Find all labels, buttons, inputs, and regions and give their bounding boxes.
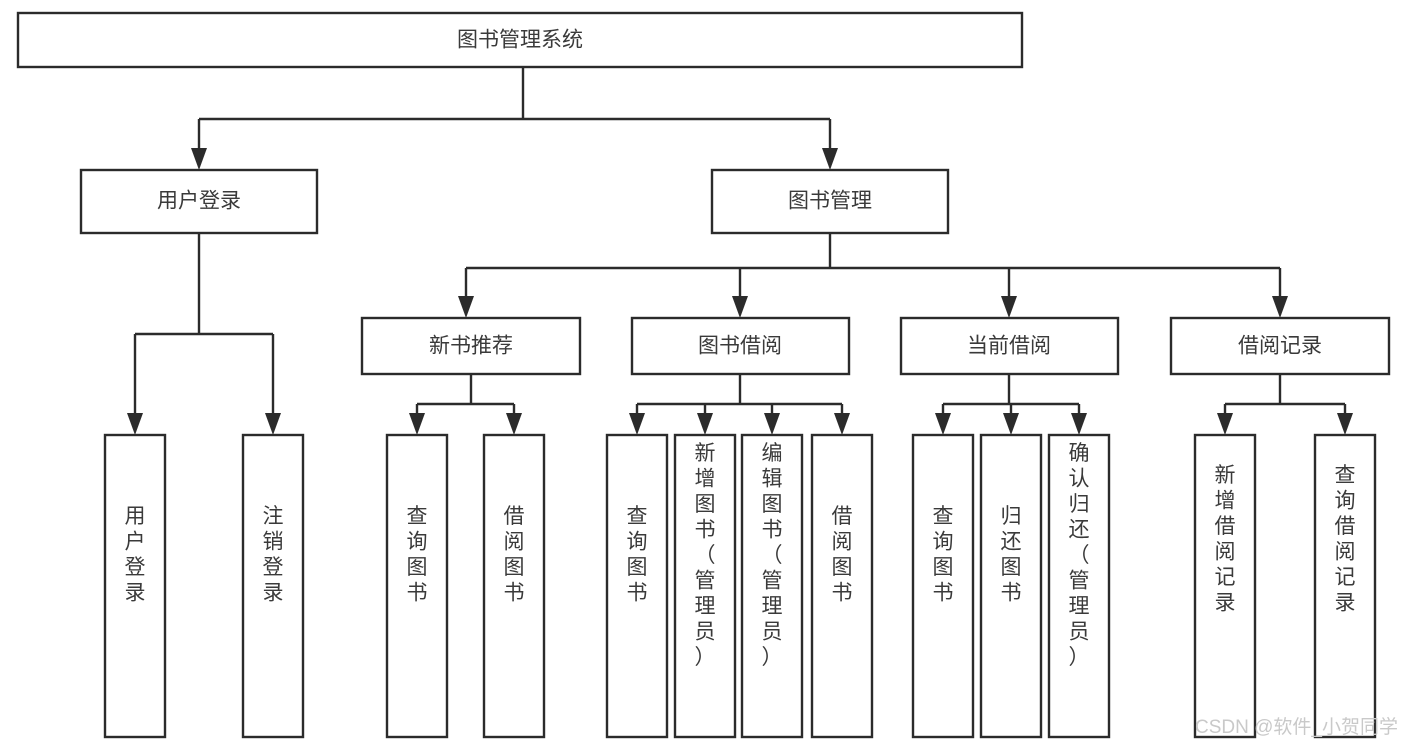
leaf-edit-book-box[interactable] xyxy=(740,433,804,739)
arrow-to-leaf-add-book xyxy=(697,413,713,435)
leaf-return-book-label: 归还图书 xyxy=(1001,505,1022,605)
leaf-borrow-book-1-box[interactable] xyxy=(482,433,546,739)
leaf-add-book-label: 新增图书（管理员） xyxy=(695,442,716,669)
arrow-to-current-borrow xyxy=(1001,296,1017,318)
leaf-query-record-box[interactable] xyxy=(1313,433,1377,739)
arrow-to-leaf-logout-login xyxy=(265,413,281,435)
leaf-user-login-box[interactable] xyxy=(103,433,167,739)
leaf-add-book-box[interactable] xyxy=(673,433,737,739)
node-user-login[interactable]: 用户登录 xyxy=(79,168,319,235)
leaf-confirm-return-box[interactable] xyxy=(1047,433,1111,739)
leaf-query-book-2-label: 查询图书 xyxy=(627,505,648,605)
node-borrow-record-box[interactable] xyxy=(1169,316,1391,376)
node-current-borrow-label: 当前借阅 xyxy=(967,335,1051,358)
leaf-query-book-2-box[interactable] xyxy=(605,433,669,739)
leaf-query-book-1-label: 查询图书 xyxy=(407,505,428,605)
leaf-borrow-book-2-label: 借阅图书 xyxy=(832,505,853,605)
edge-user-login-to-bus xyxy=(133,233,275,420)
node-book-management[interactable]: 图书管理 xyxy=(710,168,950,235)
arrow-to-leaf-user-login xyxy=(127,413,143,435)
node-root[interactable]: 图书管理系统 xyxy=(16,11,1024,69)
leaf-borrow-book-1-label: 借阅图书 xyxy=(504,505,525,605)
leaf-query-book-2[interactable]: 查询图书 xyxy=(605,433,669,739)
arrow-to-leaf-query-book-2 xyxy=(629,413,645,435)
leaf-logout-login[interactable]: 注销登录 xyxy=(241,433,305,739)
node-borrow-record[interactable]: 借阅记录 xyxy=(1169,316,1391,376)
leaf-confirm-return-label: 确认归还（管理员） xyxy=(1069,442,1090,669)
leaf-query-book-3[interactable]: 查询图书 xyxy=(911,433,975,739)
node-root-label: 图书管理系统 xyxy=(457,29,583,52)
leaf-query-book-1-box[interactable] xyxy=(385,433,449,739)
arrow-to-leaf-borrow-book-1 xyxy=(506,413,522,435)
arrow-to-book-management xyxy=(822,148,838,170)
node-user-login-label: 用户登录 xyxy=(157,190,241,213)
edge-new-book-recommend-to-bus xyxy=(415,374,516,420)
arrow-to-borrow-record xyxy=(1272,296,1288,318)
leaf-add-book[interactable]: 新增图书（管理员） xyxy=(673,433,737,739)
node-book-borrow-label: 图书借阅 xyxy=(698,335,782,358)
arrow-to-leaf-add-record xyxy=(1217,413,1233,435)
leaf-edit-book[interactable]: 编辑图书（管理员） xyxy=(740,433,804,739)
leaf-edit-book-label: 编辑图书（管理员） xyxy=(762,442,783,669)
edge-borrow-record-to-bus xyxy=(1223,374,1347,420)
arrow-to-leaf-confirm-return xyxy=(1071,413,1087,435)
leaf-borrow-book-1[interactable]: 借阅图书 xyxy=(482,433,546,739)
leaf-query-record-label: 查询借阅记录 xyxy=(1335,464,1356,615)
arrow-to-leaf-edit-book xyxy=(764,413,780,435)
node-root-box[interactable] xyxy=(16,11,1024,69)
node-book-borrow[interactable]: 图书借阅 xyxy=(630,316,851,376)
leaf-add-record-label: 新增借阅记录 xyxy=(1215,464,1236,615)
connectors-layer xyxy=(127,67,1353,435)
leaf-query-book-3-label: 查询图书 xyxy=(933,505,954,605)
leaf-return-book-box[interactable] xyxy=(979,433,1043,739)
node-new-book-recommend-box[interactable] xyxy=(360,316,582,376)
arrow-to-leaf-query-record xyxy=(1337,413,1353,435)
leaf-query-record[interactable]: 查询借阅记录 xyxy=(1313,433,1377,739)
arrow-to-leaf-query-book-3 xyxy=(935,413,951,435)
arrow-to-leaf-return-book xyxy=(1003,413,1019,435)
csdn-watermark: CSDN @软件_小贺同学 xyxy=(1195,716,1398,738)
leaf-return-book[interactable]: 归还图书 xyxy=(979,433,1043,739)
node-current-borrow-box[interactable] xyxy=(899,316,1120,376)
leaf-logout-login-box[interactable] xyxy=(241,433,305,739)
edge-root-to-bus xyxy=(197,67,832,155)
node-book-management-label: 图书管理 xyxy=(788,190,872,213)
edge-current-borrow-to-bus xyxy=(941,374,1081,420)
node-book-borrow-box[interactable] xyxy=(630,316,851,376)
node-current-borrow[interactable]: 当前借阅 xyxy=(899,316,1120,376)
node-borrow-record-label: 借阅记录 xyxy=(1238,335,1322,358)
arrow-to-book-borrow xyxy=(732,296,748,318)
leaf-query-book-1[interactable]: 查询图书 xyxy=(385,433,449,739)
leaf-user-login-label: 用户登录 xyxy=(125,505,146,605)
arrow-to-user-login xyxy=(191,148,207,170)
leaf-logout-login-label: 注销登录 xyxy=(263,505,284,605)
edge-book-management-to-bus xyxy=(464,233,1282,303)
leaf-borrow-book-2[interactable]: 借阅图书 xyxy=(810,433,874,739)
arrow-to-leaf-query-book-1 xyxy=(409,413,425,435)
leaf-add-record[interactable]: 新增借阅记录 xyxy=(1193,433,1257,739)
leaf-borrow-book-2-box[interactable] xyxy=(810,433,874,739)
arrow-to-leaf-borrow-book-2 xyxy=(834,413,850,435)
edge-book-borrow-to-bus xyxy=(635,374,844,420)
arrow-to-new-book-recommend xyxy=(458,296,474,318)
leaf-add-record-box[interactable] xyxy=(1193,433,1257,739)
leaf-user-login[interactable]: 用户登录 xyxy=(103,433,167,739)
node-user-login-box[interactable] xyxy=(79,168,319,235)
node-new-book-recommend-label: 新书推荐 xyxy=(429,335,513,358)
node-new-book-recommend[interactable]: 新书推荐 xyxy=(360,316,582,376)
node-book-management-box[interactable] xyxy=(710,168,950,235)
leaf-query-book-3-box[interactable] xyxy=(911,433,975,739)
leaf-confirm-return[interactable]: 确认归还（管理员） xyxy=(1047,433,1111,739)
